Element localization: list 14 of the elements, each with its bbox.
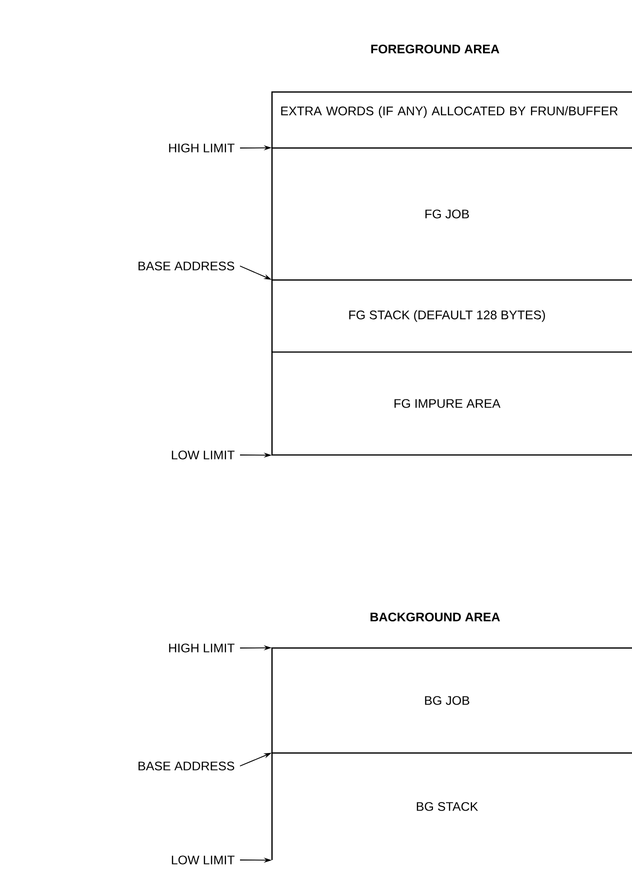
memory-block: FG STACK (DEFAULT 128 BYTES) (271, 279, 632, 352)
memory-block: FG IMPURE AREA (271, 351, 632, 456)
memory-block: BG STACK (271, 752, 632, 860)
address-label: LOW LIMIT (172, 856, 235, 864)
address-label: HIGH LIMIT (169, 144, 235, 152)
address-label: HIGH LIMIT (169, 644, 235, 652)
address-label: BASE ADDRESS (138, 762, 234, 770)
memory-block: FG JOB (271, 147, 632, 280)
area-title: FOREGROUND AREA (371, 44, 500, 54)
address-label: BASE ADDRESS (138, 262, 234, 270)
memory-block: BG JOB (271, 647, 632, 753)
memory-block: EXTRA WORDS (IF ANY) ALLOCATED BY FRUN/BUFFER (271, 91, 632, 148)
area-title: BACKGROUND AREA (370, 612, 500, 622)
address-label: LOW LIMIT (172, 450, 235, 460)
